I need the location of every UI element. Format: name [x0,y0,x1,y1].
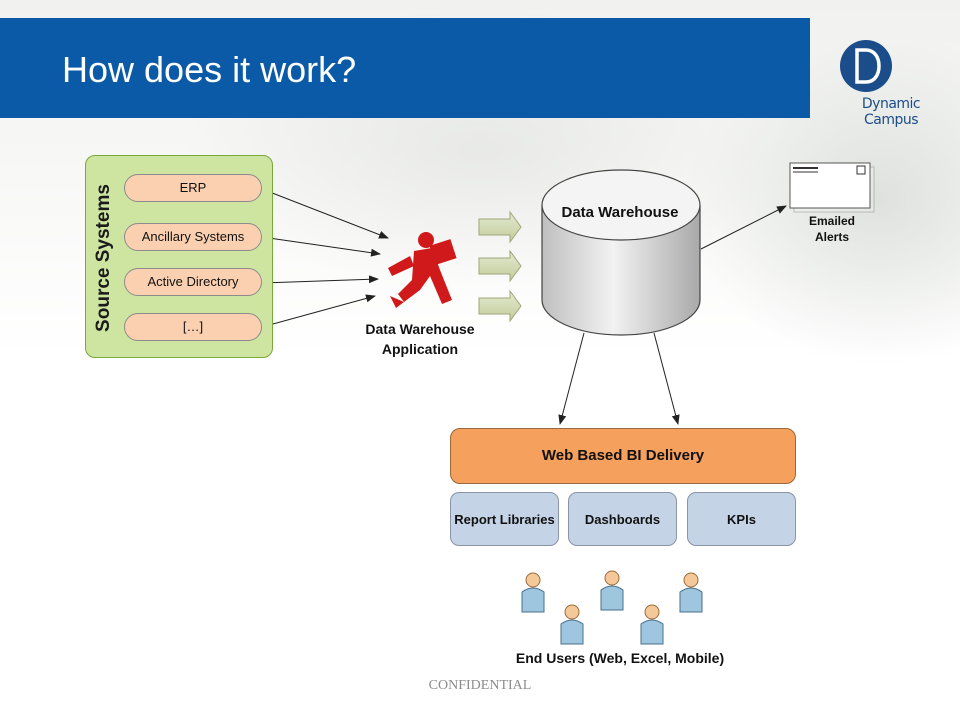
user-icon [640,604,664,645]
user-icon [521,572,545,613]
end-users-group [521,570,703,645]
data-warehouse-cylinder [541,169,701,336]
confidential-footer: CONFIDENTIAL [428,678,532,693]
page-title: How does it work? [62,49,357,90]
source-systems-label: Source Systems [93,184,114,332]
dynamic-campus-logo-icon [840,40,892,92]
source-item-active-directory: Active Directory [124,268,262,296]
emailed-alerts-label: Emailed Alerts [808,214,856,244]
delivery-person-icon [388,232,457,308]
alert-arrow [700,205,787,250]
source-item-more: […] [124,313,262,341]
user-icon [600,570,624,611]
title-bar [0,18,810,118]
logo-text: Dynamic Campus [861,96,921,128]
flow-arrows [478,210,522,323]
email-window-icon [789,162,875,213]
bi-component-report-libraries: Report Libraries [450,492,559,546]
user-icon [560,604,584,645]
source-to-app-arrows [261,188,389,328]
data-warehouse-label: Data Warehouse [561,204,679,221]
source-item-erp: ERP [124,174,262,202]
bi-component-dashboards: Dashboards [568,492,677,546]
application-label: Data Warehouse Application [365,321,475,357]
bi-component-kpis: KPIs [687,492,796,546]
bi-delivery-bar: Web Based BI Delivery [450,428,796,484]
source-item-ancillary-systems: Ancillary Systems [124,223,262,251]
warehouse-to-bi-arrows [558,332,680,425]
user-icon [679,572,703,613]
end-users-label: End Users (Web, Excel, Mobile) [515,650,725,666]
